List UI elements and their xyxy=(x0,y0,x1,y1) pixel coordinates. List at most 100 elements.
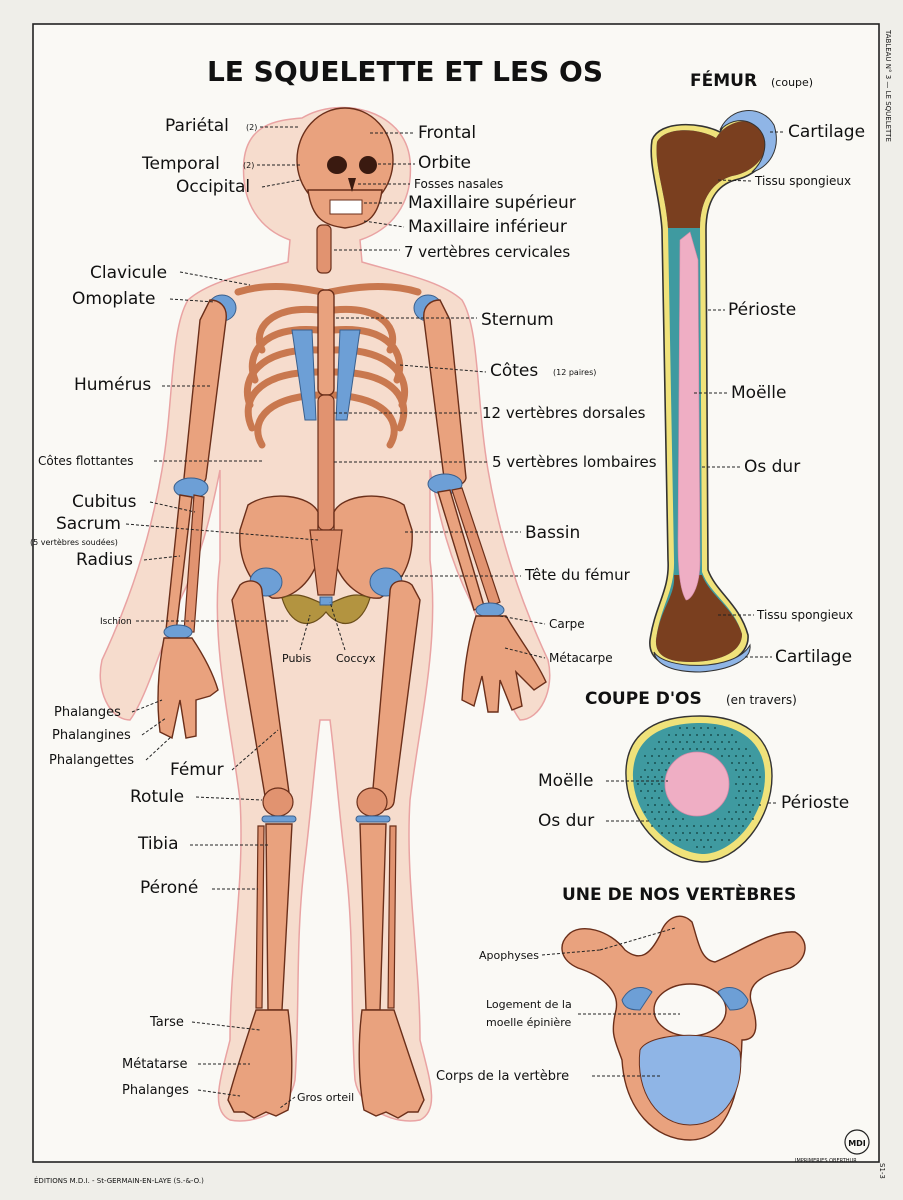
femur-label-tissu-bottom: Tissu spongieux xyxy=(756,608,853,622)
label-tete-femur: Tête du fémur xyxy=(524,566,631,584)
label-temporal-note: (2) xyxy=(243,161,254,170)
vertebra-label-logement-2: moelle épinière xyxy=(486,1016,571,1029)
femur-label-cartilage-bottom: Cartilage xyxy=(775,647,852,667)
right-hand xyxy=(461,615,547,713)
femur-section: FÉMUR (coupe) Cartilage Tissu spongieux … xyxy=(649,69,865,673)
label-dorsales: 12 vertèbres dorsales xyxy=(482,404,646,422)
label-humerus: Humérus xyxy=(74,375,151,395)
left-hand xyxy=(157,637,219,740)
left-orbit xyxy=(327,156,347,174)
rib-cage xyxy=(243,305,409,449)
spinal-canal xyxy=(653,983,727,1037)
label-sternum: Sternum xyxy=(481,310,554,330)
bone-cross-section: COUPE D'OS (en travers) Moëlle Os dur Pé… xyxy=(538,689,849,863)
label-cubitus: Cubitus xyxy=(72,492,137,512)
label-ischion: Ischion xyxy=(100,617,132,627)
spine xyxy=(317,394,335,531)
right-articular-facet xyxy=(717,987,749,1011)
right-costal-cartilage xyxy=(335,329,361,421)
femur-marrow xyxy=(677,231,701,601)
right-fibula xyxy=(387,825,397,1009)
label-sacrum-note: (5 vertèbres soudées) xyxy=(30,537,118,547)
skeleton-figure xyxy=(99,106,551,1122)
label-frontal: Frontal xyxy=(418,123,476,143)
vertebra-section: UNE DE NOS VERTÈBRES Apophyses Logement … xyxy=(436,883,806,1141)
label-parietal-note: (2) xyxy=(246,123,257,132)
label-perone: Péroné xyxy=(140,878,198,898)
femur-label-cartilage-top: Cartilage xyxy=(788,122,865,142)
left-wrist xyxy=(163,624,193,640)
label-phalangettes: Phalangettes xyxy=(49,753,134,768)
right-wrist xyxy=(475,602,505,618)
label-occipital: Occipital xyxy=(176,177,250,197)
label-femur: Fémur xyxy=(170,760,224,780)
footer-code: S1-3 xyxy=(878,1163,886,1179)
label-metatarse: Métatarse xyxy=(122,1057,187,1072)
femur-subtitle: (coupe) xyxy=(771,76,813,89)
label-cotes-note: (12 paires) xyxy=(553,368,596,377)
nasal-cavity xyxy=(348,178,356,192)
label-bassin: Bassin xyxy=(525,523,580,543)
label-maxillaire-inf: Maxillaire inférieur xyxy=(408,217,567,237)
label-metacarpe: Métacarpe xyxy=(549,651,613,665)
label-orbite: Orbite xyxy=(418,153,471,173)
cross-dot-texture xyxy=(637,727,761,848)
skeleton-labels-right: Frontal Orbite Fosses nasales Maxillaire… xyxy=(334,123,657,665)
label-tarse: Tarse xyxy=(149,1015,184,1030)
right-clavicle xyxy=(326,283,422,296)
footer-printer: IMPRIMERIES OBERTHUR xyxy=(795,1158,857,1164)
cross-label-moelle: Moëlle xyxy=(538,771,593,791)
label-fosses-nasales: Fosses nasales xyxy=(414,177,503,191)
left-ulna xyxy=(183,494,205,633)
femur-title: FÉMUR xyxy=(690,69,757,91)
label-sacrum: Sacrum xyxy=(56,514,121,534)
label-cotes-flottantes: Côtes flottantes xyxy=(38,454,133,468)
pubis-ischion xyxy=(281,594,371,624)
femur-cartilage-top xyxy=(719,110,777,173)
label-cotes: Côtes xyxy=(490,361,538,381)
cross-title: COUPE D'OS xyxy=(585,689,702,709)
label-pubis: Pubis xyxy=(282,652,311,665)
cross-marrow xyxy=(664,751,730,817)
femur-label-tissu-top: Tissu spongieux xyxy=(754,174,851,188)
label-coccyx: Coccyx xyxy=(336,652,376,665)
label-radius: Radius xyxy=(76,550,133,570)
sternum xyxy=(317,289,335,396)
right-foot xyxy=(358,1009,425,1119)
vertebra-title: UNE DE NOS VERTÈBRES xyxy=(562,883,796,905)
mdi-logo: MDI xyxy=(844,1129,870,1155)
main-title: LE SQUELETTE ET LES OS xyxy=(207,55,603,88)
left-knee-cartilage xyxy=(261,815,297,823)
vertebra-label-apophyses: Apophyses xyxy=(479,949,539,962)
label-clavicule: Clavicule xyxy=(90,263,167,283)
skeleton-labels: Pariétal (2) Temporal (2) Occipital Clav… xyxy=(30,116,376,1109)
left-clavicle xyxy=(234,283,326,296)
label-maxillaire-sup: Maxillaire supérieur xyxy=(408,193,576,213)
femur-cartilage-bottom xyxy=(653,643,751,673)
cross-subtitle: (en travers) xyxy=(726,693,797,707)
label-lombaires: 5 vertèbres lombaires xyxy=(492,453,657,471)
label-cervicales: 7 vertèbres cervicales xyxy=(404,243,570,261)
vertebra-label-corps: Corps de la vertèbre xyxy=(436,1069,569,1084)
side-title: TABLEAU N° 3 — LE SQUELETTE xyxy=(884,29,892,142)
cross-label-perioste: Périoste xyxy=(781,793,849,813)
left-patella xyxy=(262,787,294,817)
label-phalanges-pied: Phalanges xyxy=(122,1083,189,1098)
right-orbit xyxy=(359,156,377,174)
label-temporal: Temporal xyxy=(141,154,220,174)
right-patella xyxy=(356,787,388,817)
vertebral-body-section xyxy=(638,1034,742,1126)
femur-label-os-dur: Os dur xyxy=(744,457,800,477)
left-fibula xyxy=(255,825,265,1009)
femur-label-moelle: Moëlle xyxy=(731,383,786,403)
femur-spongy-bottom xyxy=(655,575,742,662)
left-articular-facet xyxy=(621,987,653,1011)
pubic-symphysis xyxy=(319,596,333,606)
left-costal-cartilage xyxy=(291,329,317,421)
label-phalanges-main: Phalanges xyxy=(54,705,121,720)
label-phalangines: Phalangines xyxy=(52,728,131,743)
cross-label-os-dur: Os dur xyxy=(538,811,594,831)
label-gros-orteil: Gros orteil xyxy=(297,1091,354,1104)
label-carpe: Carpe xyxy=(549,617,585,631)
